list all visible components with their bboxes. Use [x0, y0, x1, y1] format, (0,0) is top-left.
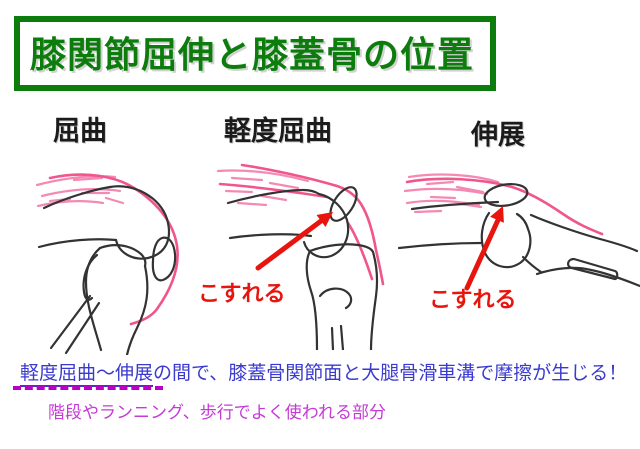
tibia-fibula-outline	[305, 243, 379, 350]
patellar-tendon-line	[48, 173, 179, 326]
caption-usage-line: 階段やランニング、歩行でよく使われる部分	[48, 403, 386, 423]
quadriceps-muscle-lines	[35, 173, 179, 326]
patella-outline	[483, 182, 529, 208]
flexion-knee-drawing	[35, 173, 179, 355]
rub-arrow	[255, 212, 333, 271]
label-slight-flexion: 軽度屈曲	[224, 116, 332, 147]
label-flexion: 屈曲	[53, 116, 107, 147]
tibia-fibula-outline	[49, 244, 149, 355]
quadriceps-muscle-lines	[403, 173, 604, 236]
title-box: 膝関節屈伸と膝蓋骨の位置	[14, 16, 496, 91]
patella-outline	[329, 186, 358, 222]
quadriceps-muscle-lines	[216, 163, 385, 286]
extension-knee-drawing	[397, 173, 640, 291]
caption-range-highlight: 軽度屈曲〜伸展	[20, 362, 154, 387]
caption-friction-rest: の間で、膝蓋骨関節面と大腿骨滑車溝で摩擦が生じる！	[153, 362, 628, 384]
femur-outline	[397, 200, 532, 269]
magenta-dashed-underline	[13, 386, 163, 390]
label-extension: 伸展	[471, 120, 525, 151]
caption-friction-line: 軽度屈曲〜伸展の間で、膝蓋骨関節面と大腿骨滑車溝で摩擦が生じる！	[20, 358, 628, 387]
tibia-fibula-outline	[521, 213, 640, 288]
femur-outline	[37, 185, 171, 260]
patella-outline	[151, 236, 177, 282]
rub-arrow	[464, 206, 504, 291]
rub-annotation-extension: こすれる	[429, 288, 517, 313]
patellar-tendon-line	[240, 163, 385, 286]
page-title: 膝関節屈伸と膝蓋骨の位置	[30, 35, 475, 76]
slight-flexion-knee-drawing	[216, 163, 385, 350]
rub-annotation-slight-flexion: こすれる	[198, 282, 286, 307]
